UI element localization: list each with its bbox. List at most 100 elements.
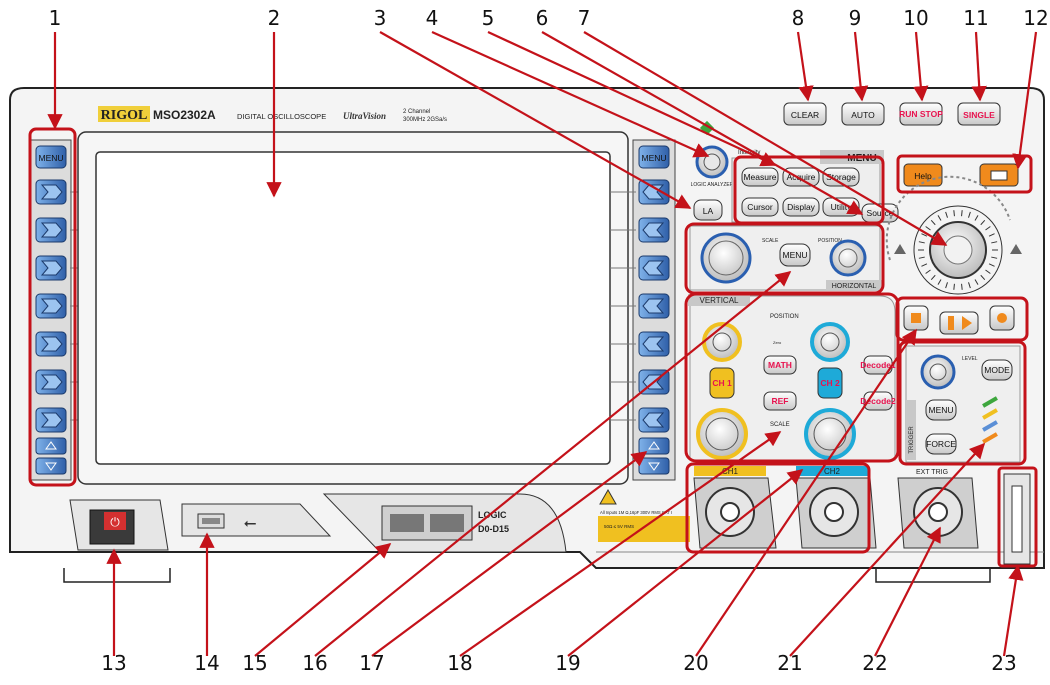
callout-number-4: 4 bbox=[426, 6, 439, 30]
right-menu-label: MENU bbox=[641, 153, 666, 163]
trigger-level-label: LEVEL bbox=[962, 356, 978, 362]
trigger-level-knob[interactable] bbox=[920, 354, 956, 390]
help-button[interactable] bbox=[903, 163, 943, 187]
spec-text: 300MHz 2GSa/s bbox=[403, 117, 447, 123]
horizontal-menu-label: MENU bbox=[782, 250, 807, 260]
callout-number-7: 7 bbox=[578, 6, 591, 30]
storage-label: Storage bbox=[826, 172, 856, 182]
right-page-down-button[interactable] bbox=[638, 457, 670, 475]
source-label: Source bbox=[867, 208, 894, 218]
ch1-scale-knob[interactable] bbox=[696, 408, 748, 460]
callout-number-22: 22 bbox=[862, 651, 887, 675]
la-button[interactable] bbox=[693, 199, 723, 221]
run-stop-button[interactable] bbox=[899, 102, 943, 126]
callout-number-1: 1 bbox=[49, 6, 62, 30]
callout-arrow-22 bbox=[874, 526, 941, 657]
right-menu-button[interactable] bbox=[638, 145, 670, 169]
horizontal-menu-button[interactable] bbox=[779, 243, 811, 267]
trigger-mode-button[interactable] bbox=[981, 359, 1013, 381]
left-page-up-button[interactable] bbox=[35, 437, 67, 455]
up-triangle-icon bbox=[648, 441, 660, 450]
series-name: UltraVision bbox=[343, 111, 386, 121]
ch2-button[interactable] bbox=[817, 367, 843, 399]
measure-button[interactable] bbox=[741, 167, 779, 187]
callout-arrow-23 bbox=[1002, 564, 1024, 657]
ch2-input-label: CH2 bbox=[824, 467, 841, 476]
decode1-label: Decode1 bbox=[860, 360, 896, 370]
cursor-button[interactable] bbox=[741, 197, 779, 217]
ch1-label: CH 1 bbox=[712, 378, 732, 388]
help-print-group: Help bbox=[903, 163, 1019, 187]
callout-arrow-19 bbox=[567, 469, 804, 657]
arrow-right-icon bbox=[1010, 244, 1022, 254]
callout-number-20: 20 bbox=[683, 651, 708, 675]
left-menu-label: MENU bbox=[38, 153, 63, 163]
vertical-position-label: POSITION bbox=[770, 314, 799, 320]
callout-number-12: 12 bbox=[1023, 6, 1048, 30]
ext-trig-label: EXT TRIG bbox=[916, 469, 948, 476]
callout-number-21: 21 bbox=[777, 651, 802, 675]
chevron-left-icon bbox=[642, 336, 665, 352]
printer-icon bbox=[990, 170, 1008, 181]
chevron-right-icon bbox=[40, 336, 63, 352]
callout-number-19: 19 bbox=[555, 651, 580, 675]
usb-icon: ⭠ bbox=[244, 513, 257, 532]
left-menu-button[interactable] bbox=[35, 145, 67, 169]
storage-button[interactable] bbox=[822, 167, 860, 187]
acquire-button[interactable] bbox=[782, 167, 820, 187]
callout-arrow-20 bbox=[695, 328, 917, 657]
trigger-force-button[interactable] bbox=[925, 433, 957, 455]
display-button[interactable] bbox=[782, 197, 820, 217]
right-page-up-button[interactable] bbox=[638, 437, 670, 455]
callout-arrow-11 bbox=[971, 31, 987, 102]
horizontal-scale-label: SCALE bbox=[762, 238, 779, 244]
callout-arrow-5 bbox=[487, 31, 777, 167]
chevron-right-icon bbox=[40, 412, 63, 428]
channel-count: 2 Channel bbox=[403, 109, 430, 115]
usb-section: ⭠ bbox=[181, 503, 332, 537]
ch1-button[interactable] bbox=[709, 367, 735, 399]
run-control-group bbox=[903, 305, 1015, 335]
trigger-section: TRIGGER LEVEL MODE MENU FORCE bbox=[905, 345, 1021, 463]
callout-number-2: 2 bbox=[268, 6, 281, 30]
chevron-left-icon bbox=[642, 412, 665, 428]
callout-number-18: 18 bbox=[447, 651, 472, 675]
callout-number-9: 9 bbox=[849, 6, 862, 30]
trigger-menu-button[interactable] bbox=[925, 399, 957, 421]
pause-icon bbox=[948, 316, 954, 330]
brand-strip: RIGOL MSO2302A DIGITAL OSCILLOSCOPE Ultr… bbox=[98, 106, 447, 123]
probe-comp-terminal[interactable] bbox=[1011, 485, 1023, 553]
trigger-force-label: FORCE bbox=[926, 439, 956, 449]
trigger-status-icons bbox=[982, 396, 998, 444]
callout-arrow-7 bbox=[583, 31, 948, 246]
auto-button[interactable] bbox=[841, 102, 885, 126]
callout-number-13: 13 bbox=[101, 651, 126, 675]
input-warning: All Inputs 1M Ω,16pF 300V RMS CAT I 50Ω … bbox=[598, 488, 690, 542]
left-page-down-button[interactable] bbox=[35, 457, 67, 475]
play-icon bbox=[962, 316, 972, 330]
horizontal-position-knob[interactable] bbox=[829, 239, 867, 277]
math-button[interactable] bbox=[763, 355, 797, 375]
right-softkeys: MENU bbox=[610, 139, 676, 481]
vertical-section: VERTICAL POSITION SCALE Zero CH 1 MATH R… bbox=[688, 294, 896, 461]
acquire-label: Acquire bbox=[787, 172, 816, 182]
top-buttons: CLEAR AUTO RUN STOP SINGLE bbox=[783, 102, 1001, 126]
clear-button[interactable] bbox=[783, 102, 827, 126]
trigger-mode-label: MODE bbox=[984, 365, 1010, 375]
vertical-title: VERTICAL bbox=[700, 296, 740, 305]
ref-button[interactable] bbox=[763, 391, 797, 411]
single-button[interactable] bbox=[957, 102, 1001, 126]
warning-line-1: All Inputs 1M Ω,16pF 300V RMS CAT I bbox=[600, 510, 672, 515]
callout-arrow-17 bbox=[371, 451, 648, 657]
chevron-right-icon bbox=[40, 222, 63, 238]
warning-triangle-icon bbox=[599, 488, 617, 505]
chevron-left-icon bbox=[642, 260, 665, 276]
auto-label: AUTO bbox=[851, 110, 875, 120]
power-section: ⏻ bbox=[69, 499, 169, 551]
ch1-position-knob[interactable] bbox=[702, 322, 742, 362]
ch2-position-knob[interactable] bbox=[810, 322, 850, 362]
model-name: MSO2302A bbox=[153, 108, 216, 122]
play-pause-button[interactable] bbox=[939, 311, 979, 335]
